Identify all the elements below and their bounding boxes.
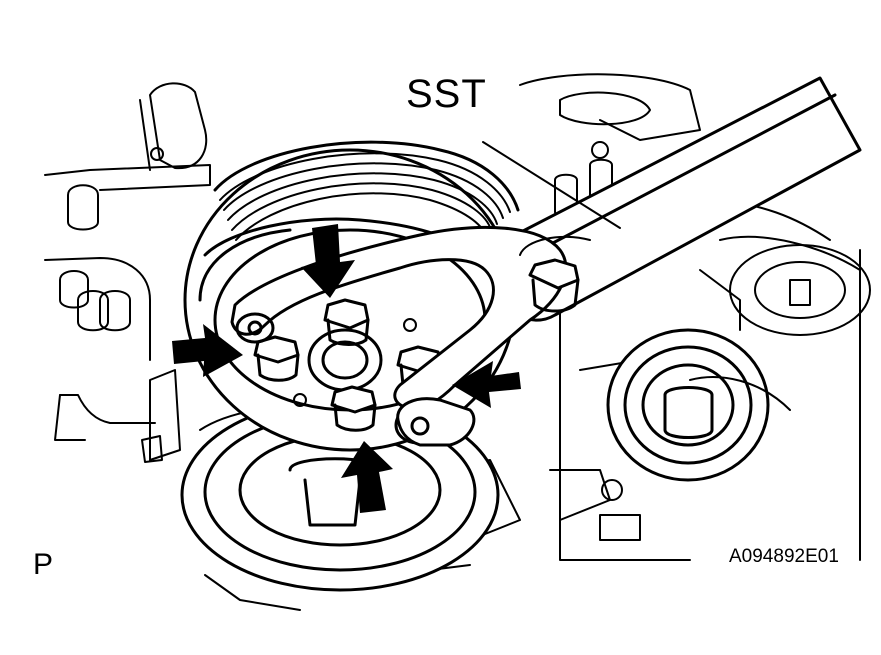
figure-code-label: A094892E01 — [729, 546, 839, 567]
pulley-hub — [293, 318, 417, 407]
arrow-down-icon — [301, 224, 355, 298]
arrow-right-icon — [172, 324, 243, 377]
bolt-bottom — [330, 385, 377, 432]
sst-label: SST — [406, 72, 487, 116]
bolt-top — [323, 298, 370, 346]
arrow-left-icon — [452, 361, 521, 408]
arrow-up-icon — [341, 441, 393, 513]
view-marker-label: P — [33, 548, 54, 581]
idler-pulley — [606, 328, 791, 482]
sst-leader-line — [482, 141, 621, 229]
